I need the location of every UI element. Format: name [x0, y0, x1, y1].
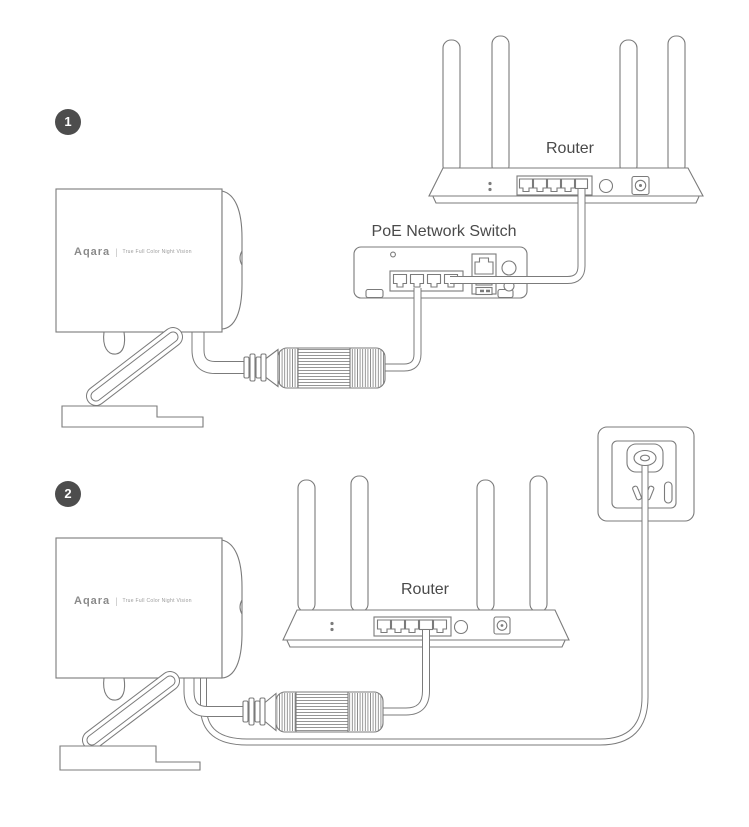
camera-1-mount-base [61, 405, 204, 428]
router-1-illustration [428, 35, 704, 204]
poe-switch-foot-left [365, 288, 384, 299]
router-2-power-jack [493, 616, 511, 635]
camera-tagline: True Full Color Night Vision [122, 598, 192, 604]
poe-switch-label: PoE Network Switch [371, 223, 517, 240]
router-2-led-indicators [330, 621, 334, 632]
waterproof-connector-2 [242, 691, 384, 733]
logo-divider: | [115, 596, 118, 606]
poe-switch-uplink-panel [471, 253, 497, 296]
camera-2-mount-tab [103, 677, 126, 701]
cable-connector-to-router-2 [378, 630, 426, 712]
router-2-illustration [282, 475, 570, 648]
router-2-plugged-port [418, 619, 434, 631]
logo-divider: | [115, 247, 118, 257]
camera-2-illustration [55, 537, 243, 771]
router-2-label: Router [400, 581, 450, 598]
step-2-badge: 2 [55, 481, 81, 507]
step-1-badge: 1 [55, 109, 81, 135]
router-1-power-jack [631, 175, 650, 196]
camera-1-hinge-notch [239, 250, 243, 266]
camera-pigtail-cable-1 [198, 331, 246, 368]
router-1-wps-button [598, 178, 614, 194]
router-1-ethernet-ports [516, 175, 593, 196]
cable-connector-to-switch [380, 288, 418, 368]
camera-2-lens-cap [221, 539, 243, 679]
camera-1-logo: Aqara | True Full Color Night Vision [74, 246, 192, 258]
router-1-plugged-port [574, 178, 589, 190]
camera-pigtail-cable-2 [189, 677, 246, 712]
router-1-base-lip [432, 196, 700, 204]
router-1-antennas [442, 35, 686, 175]
router-1-led-indicators [488, 181, 492, 192]
camera-2-mount-base [59, 745, 201, 771]
waterproof-connector-1 [243, 347, 386, 389]
power-plug-in-outlet [633, 449, 657, 467]
camera-1-lens-cap [221, 190, 243, 330]
router-2-antennas [297, 475, 548, 613]
poe-switch-power-inlet [501, 260, 517, 276]
camera-2-body [55, 537, 223, 679]
router-2-wps-button [453, 619, 469, 635]
camera-tagline: True Full Color Night Vision [122, 249, 192, 255]
camera-1-body [55, 188, 223, 333]
camera-1-illustration [55, 188, 243, 428]
poe-switch-screw-hole [390, 251, 396, 258]
camera-1-mount-tab [103, 331, 126, 355]
router-1-label: Router [545, 140, 595, 157]
aqara-brand-text: Aqara [74, 246, 111, 258]
poe-switch-illustration [353, 246, 528, 299]
camera-2-hinge-notch [239, 599, 243, 615]
router-2-ethernet-ports [373, 616, 452, 637]
aqara-brand-text: Aqara [74, 595, 111, 607]
camera-2-logo: Aqara | True Full Color Night Vision [74, 595, 192, 607]
